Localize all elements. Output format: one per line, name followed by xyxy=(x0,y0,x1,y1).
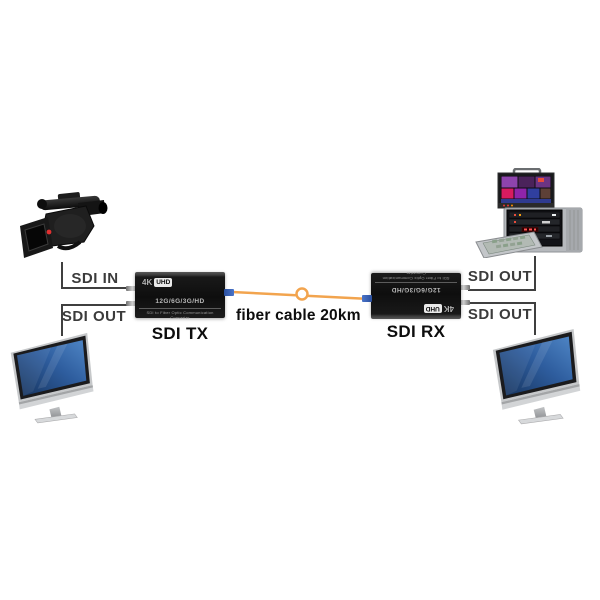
video-camera-icon xyxy=(20,192,108,258)
rx-subtitle-text: SDI to Fiber Optic Communication Convert… xyxy=(375,271,457,283)
sdi-tx-label: SDI TX xyxy=(151,324,209,343)
rack-shapes xyxy=(475,168,583,258)
camera-shapes xyxy=(20,192,108,258)
monitor-left-icon xyxy=(10,332,94,424)
tx-body: 4K UHD 12G/6G/3G/HD SDI to Fiber Optic C… xyxy=(135,272,225,320)
rx-model-text: 12G/6G/3G/HD xyxy=(391,286,441,293)
sdi-in-label: SDI IN xyxy=(71,270,119,287)
sdi-rx-converter: 4K UHD 12G/6G/3G/HD SDI to Fiber Optic C… xyxy=(362,270,470,320)
monitor-right-shapes xyxy=(492,328,581,425)
rx-4k-uhd-badge: 4K UHD xyxy=(423,304,454,313)
sdi-out-right-bottom-label: SDI OUT xyxy=(467,306,533,323)
tx-fiber-port xyxy=(224,289,234,296)
tx-bnc-connector-top xyxy=(126,286,137,291)
wire-tx-to-left-monitor xyxy=(61,304,127,336)
fiber-cable-label: fiber cable 20km xyxy=(236,307,361,324)
sdi-out-left-label: SDI OUT xyxy=(61,308,127,325)
sdi-out-right-top-label: SDI OUT xyxy=(467,268,533,285)
rx-fiber-port xyxy=(362,295,372,302)
wire-rx-to-right-monitor xyxy=(466,302,536,335)
badge-4k-text: 4K xyxy=(142,278,153,287)
fiber-loop-icon xyxy=(295,287,309,301)
tx-model-text: 12G/6G/3G/HD xyxy=(155,298,205,305)
monitor-right-icon xyxy=(492,328,581,425)
monitor-left-shapes xyxy=(10,332,94,424)
badge-uhd-text: UHD xyxy=(423,304,442,313)
tx-subtitle-text: SDI to Fiber Optic Communication Convert… xyxy=(139,308,221,320)
rx-body: 4K UHD 12G/6G/3G/HD SDI to Fiber Optic C… xyxy=(371,271,461,319)
sdi-tx-converter: 4K UHD 12G/6G/3G/HD SDI to Fiber Optic C… xyxy=(126,271,234,321)
wire-rack-to-rx xyxy=(468,256,536,291)
production-rack-icon xyxy=(475,168,583,258)
tx-bnc-connector-bottom xyxy=(126,301,137,306)
badge-uhd-text: UHD xyxy=(154,278,173,287)
sdi-rx-label: SDI RX xyxy=(386,322,446,341)
wire-camera-to-tx xyxy=(61,262,128,289)
tx-4k-uhd-badge: 4K UHD xyxy=(142,278,173,287)
badge-4k-text: 4K xyxy=(443,304,454,313)
